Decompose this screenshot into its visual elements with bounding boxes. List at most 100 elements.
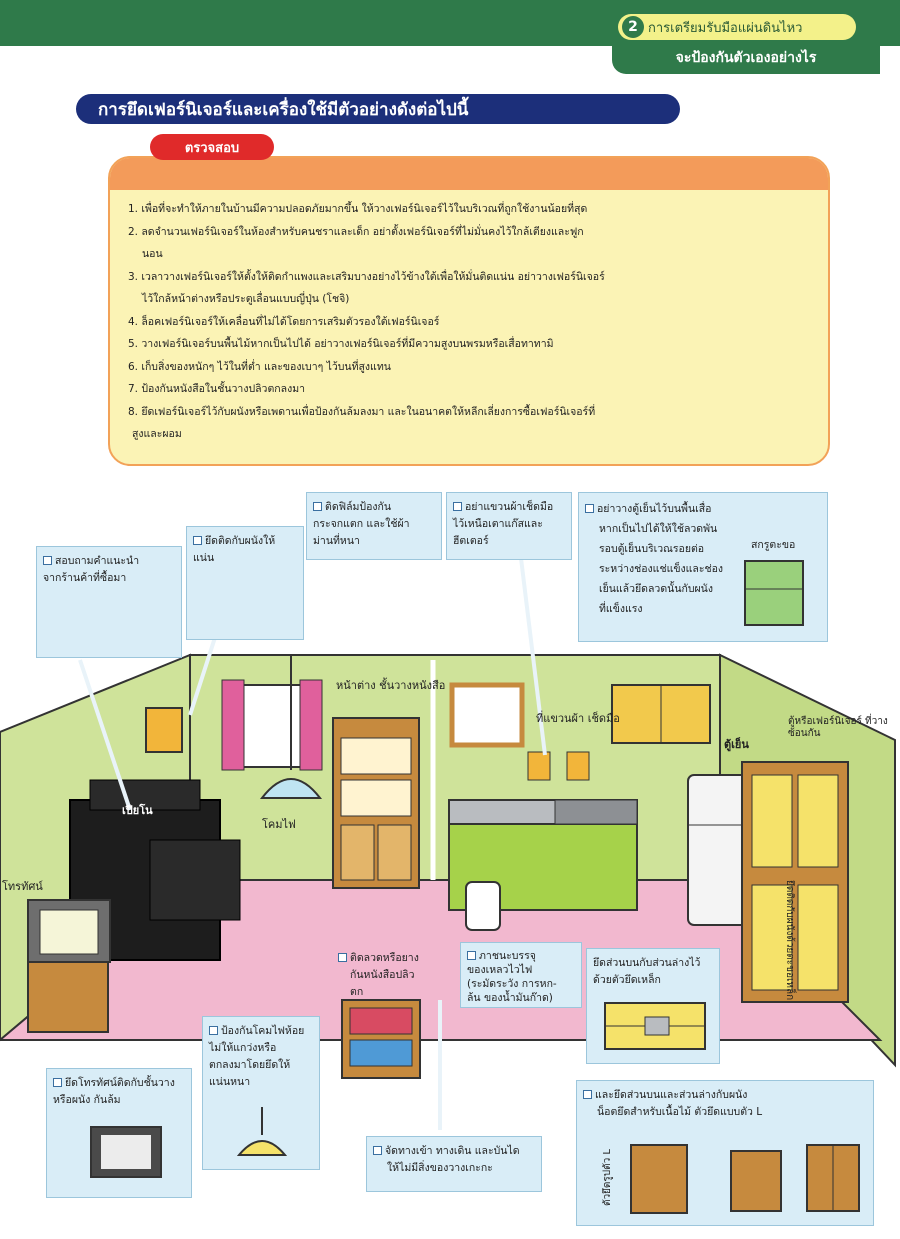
checkbox-icon: [43, 556, 52, 565]
checkbox-icon: [209, 1026, 218, 1035]
hook-label: สกรูตะขอ: [751, 539, 796, 551]
callout-plates: ยึดส่วนบนกับส่วนล่างไว้ ด้วยตัวยึดเหล็ก: [586, 948, 720, 1064]
fridge: [687, 774, 749, 926]
callout-text: จัดทางเข้า ทางเดิน และบันได: [385, 1145, 520, 1157]
callout-text: ม่านที่หนา: [313, 535, 360, 547]
cabinet-label: ตู้หรือเฟอร์นิเจอร์ ที่วางซ้อนกัน: [788, 716, 900, 740]
callout-fix-wall: ยึดติดกับผนังให้ แน่น: [186, 526, 304, 640]
callout-towel: อย่าแขวนผ้าเช็ดมือ ไว้เหนือเตาแก๊สและ ฮี…: [446, 492, 572, 560]
callout-text: ป้องกันโคมไฟห้อย: [221, 1025, 305, 1037]
callout-text: ด้วยตัวยึดเหล็ก: [593, 974, 661, 986]
callout-text: ไม่ให้แกว่งหรือ: [209, 1042, 277, 1054]
checkbox-icon: [583, 1090, 592, 1099]
chapter-number: 2: [622, 16, 644, 38]
liquid-container: [465, 881, 501, 931]
callout-text: อย่าวางตู้เย็นไว้บนพื้นเสื่อ: [597, 503, 712, 515]
callout-text: ยึดโทรทัศน์ติดกับชั้นวาง: [65, 1077, 175, 1089]
metal-plate-icon: [604, 1002, 706, 1050]
towel: [527, 751, 551, 781]
label-line: ที่แขวนผ้า: [536, 712, 585, 725]
callout-wall-top: และยึดส่วนบนและส่วนล่างกับผนัง น็อตยึดสำ…: [576, 1080, 874, 1226]
checklist-item: สูงและผอม: [132, 428, 182, 440]
checklist-band: [110, 158, 828, 190]
callout-text: แน่น: [193, 552, 215, 564]
callout-text: แน่นหนา: [209, 1076, 251, 1088]
wall-fix-vertical-label: ยึดติดกับผนังด้วยตะขอเหล็ก: [784, 880, 795, 1001]
checklist: 1. เพื่อที่จะทำให้ภายในบ้านมีความปลอดภัย…: [128, 198, 816, 446]
checklist-item: 1. เพื่อที่จะทำให้ภายในบ้านมีความปลอดภัย…: [128, 203, 588, 215]
label-line: ที่วางซ้อนกัน: [788, 716, 888, 739]
callout-text: จากร้านค้าที่ซื้อมา: [43, 572, 127, 584]
checkbox-icon: [53, 1078, 62, 1087]
fridge-mini-icon: [744, 560, 804, 626]
l-bracket-label: ตัวยึดรูปตัว L: [602, 1149, 613, 1207]
back-window: [449, 682, 525, 748]
callout-text: ระหว่างช่องแช่แข็งและช่อง: [599, 563, 724, 575]
callout-lamp: ป้องกันโคมไฟห้อย ไม่ให้แกว่งหรือ ตกลงมาโ…: [202, 1016, 320, 1170]
callout-line: และยึดส่วนบนและส่วนล่างกับผนัง: [583, 1087, 867, 1104]
callout-consult-shop: สอบถามคำแนะนำ จากร้านค้าที่ซื้อมา: [36, 546, 182, 658]
label-line: ชั้นวางหนังสือ: [379, 679, 446, 692]
picture-frame: [145, 707, 183, 753]
callout-line: อย่าวางตู้เย็นไว้บนพื้นเสื่อ: [585, 499, 821, 519]
curtain-left: [221, 679, 245, 771]
checklist-item: 7. ป้องกันหนังสือในชั้นวางปลิวตกลงมา: [128, 383, 306, 395]
towel-hanger-label: ที่แขวนผ้า เช็ดมือ: [536, 712, 620, 726]
callout-text: ตกลงมาโดยยึดให้: [209, 1059, 291, 1071]
callout-text: ตก: [350, 986, 364, 998]
window: [231, 684, 313, 768]
callout-text: สอบถามคำแนะนำ: [55, 555, 140, 567]
callout-line: ติดฟิล์มป้องกัน: [313, 499, 435, 516]
label-line: ตู้หรือเฟอร์นิเจอร์: [788, 716, 862, 727]
piano-label: เปียโน: [122, 804, 153, 817]
callout-line: ยึดโทรทัศน์ติดกับชั้นวาง: [53, 1075, 185, 1092]
checkbox-icon: [373, 1146, 382, 1155]
checklist-item: 3. เวลาวางเฟอร์นิเจอร์ให้ตั้งให้ติดกำแพง…: [128, 270, 605, 283]
fridge-label: ตู้เย็น: [724, 738, 749, 751]
callout-text: หรือผนัง กันล้ม: [53, 1094, 121, 1106]
lamp-fix-icon: [236, 1107, 288, 1156]
callout-text: รอบตู้เย็นบริเวณรอยต่อ: [599, 543, 705, 555]
checkbox-icon: [193, 536, 202, 545]
checklist-item: นอน: [142, 248, 163, 260]
callout-line: จัดทางเข้า ทางเดิน และบันได: [373, 1143, 535, 1160]
callout-text: น็อตยึดสำหรับเนื้อไม้ ตัวยึดแบบตัว L: [597, 1106, 763, 1118]
callout-walkway: จัดทางเข้า ทางเดิน และบันได ให้ไม่มีสิ่ง…: [366, 1136, 542, 1192]
callout-line: ยึดติดกับผนังให้: [193, 533, 297, 550]
callout-text: ให้ไม่มีสิ่งของวางเกะกะ: [387, 1162, 493, 1174]
callout-tv: ยึดโทรทัศน์ติดกับชั้นวาง หรือผนัง กันล้ม: [46, 1068, 192, 1198]
callout-text: กันหนังสือปลิว: [350, 969, 415, 981]
callout-text: ติดลวดหรือยาง: [350, 952, 419, 964]
curtain-right: [299, 679, 323, 771]
tv-fix-icon: [90, 1126, 162, 1178]
chapter-title: การเตรียมรับมือแผ่นดินไหว: [648, 20, 803, 36]
callout-line: อย่าแขวนผ้าเช็ดมือ: [453, 499, 565, 516]
callout-text: ที่แข็งแรง: [599, 603, 643, 615]
callout-text: ภาชนะบรรจุ: [479, 950, 536, 962]
checklist-item: 4. ล็อคเฟอร์นิเจอร์ให้เคลื่อนที่ไม่ได้โด…: [128, 315, 440, 328]
checkbox-icon: [467, 951, 476, 960]
subtitle-tab: จะป้องกันตัวเองอย่างไร: [612, 42, 880, 74]
checklist-tag: ตรวจสอบ: [150, 134, 274, 160]
checklist-item: 5. วางเฟอร์นิเจอร์บนพื้นไม้หากเป็นไปได้ …: [128, 338, 554, 350]
callout-text: ล้น ของน้ำมันก๊าด): [467, 992, 553, 1004]
callout-text: หากเป็นไปได้ให้ใช้ลวดพัน: [599, 523, 718, 535]
checkbox-icon: [585, 504, 594, 513]
callout-text: กระจกแตก และใช้ผ้า: [313, 518, 410, 530]
checklist-item: ไว้ใกล้หน้าต่างหรือประตูเลื่อนแบบญี่ปุ่น…: [142, 293, 350, 305]
hanging-lamp: [259, 778, 323, 799]
chapter-pill: 2 การเตรียมรับมือแผ่นดินไหว: [618, 14, 856, 40]
callout-text: (ระมัดระวัง การหก-: [467, 978, 557, 990]
callout-line: ป้องกันโคมไฟห้อย: [209, 1023, 313, 1040]
callout-text: ยึดส่วนบนกับส่วนล่างไว้: [593, 957, 701, 969]
section-title: การยึดเฟอร์นิเจอร์และเครื่องใช้มีตัวอย่า…: [76, 94, 680, 124]
callout-text: ไว้เหนือเตาแก๊สและ: [453, 518, 543, 530]
callout-line: สอบถามคำแนะนำ: [43, 553, 175, 570]
callout-fridge: อย่าวางตู้เย็นไว้บนพื้นเสื่อ หากเป็นไปได…: [578, 492, 828, 642]
window-shelf-label: หน้าต่าง ชั้นวางหนังสือ: [336, 679, 445, 693]
callout-text: เย็นแล้วยึดลวดนั้นกับผนัง: [599, 583, 713, 595]
callout-line: ติดลวดหรือยาง: [338, 950, 426, 967]
checklist-item: 6. เก็บสิ่งของหนักๆ ไว้ในที่ต่ำ และของเบ…: [128, 360, 391, 373]
checklist-panel: 1. เพื่อที่จะทำให้ภายในบ้านมีความปลอดภัย…: [108, 156, 830, 466]
checklist-item: 8. ยึดเฟอร์นิเจอร์ไว้กับผนังหรือเพดานเพื…: [128, 405, 596, 418]
